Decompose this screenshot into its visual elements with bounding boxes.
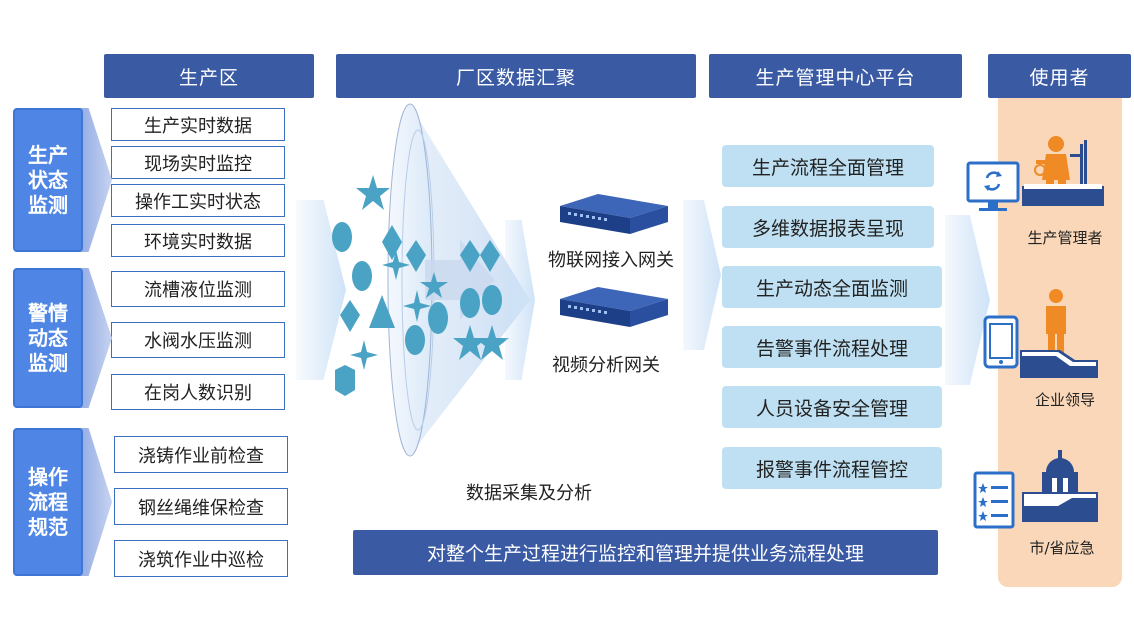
monitor-icon bbox=[966, 161, 1020, 211]
tablet-icon bbox=[983, 315, 1019, 369]
item-box: 现场实时监控 bbox=[111, 146, 285, 179]
production-manager-icon bbox=[1022, 136, 1104, 206]
video-gateway-icon bbox=[560, 287, 668, 327]
iot-gateway-label: 物联网接入网关 bbox=[548, 250, 674, 271]
iot-gateway-icon bbox=[560, 194, 668, 234]
item-box: 在岗人数识别 bbox=[111, 374, 285, 410]
item-box: 水阀水压监测 bbox=[111, 322, 285, 358]
item-box: 生产实时数据 bbox=[111, 108, 285, 141]
category-operation-standard: 操作流程规范 bbox=[13, 428, 83, 576]
platform-item: 多维数据报表呈现 bbox=[722, 206, 934, 248]
header-production-zone: 生产区 bbox=[104, 54, 314, 98]
item-box: 钢丝绳维保检查 bbox=[114, 488, 288, 525]
flow-arrow bbox=[683, 200, 721, 350]
item-box: 环境实时数据 bbox=[111, 224, 285, 257]
checklist-icon bbox=[973, 471, 1015, 529]
item-box: 流槽液位监测 bbox=[111, 271, 285, 307]
emergency-center-icon bbox=[1022, 450, 1098, 522]
platform-item: 人员设备安全管理 bbox=[722, 386, 942, 428]
platform-item: 生产动态全面监测 bbox=[722, 266, 942, 308]
item-box: 浇铸作业前检查 bbox=[114, 436, 288, 473]
user-label: 市/省应急 bbox=[1029, 539, 1095, 557]
platform-item: 报警事件流程管控 bbox=[722, 447, 942, 489]
item-box: 操作工实时状态 bbox=[111, 184, 285, 217]
category-alarm-monitoring: 警情动态监测 bbox=[13, 268, 83, 408]
item-box: 浇筑作业中巡检 bbox=[114, 540, 288, 577]
funnel-caption: 数据采集及分析 bbox=[466, 483, 592, 504]
video-gateway-label: 视频分析网关 bbox=[552, 355, 660, 376]
header-data-aggregation: 厂区数据汇聚 bbox=[336, 54, 696, 98]
enterprise-leader-icon bbox=[1020, 289, 1098, 378]
platform-item: 告警事件流程处理 bbox=[722, 326, 942, 368]
header-management-platform: 生产管理中心平台 bbox=[709, 54, 962, 98]
summary-bar: 对整个生产过程进行监控和管理并提供业务流程处理 bbox=[353, 530, 938, 575]
user-label: 企业领导 bbox=[1034, 391, 1095, 409]
platform-item: 生产流程全面管理 bbox=[722, 145, 934, 187]
data-funnel-graphic bbox=[332, 103, 530, 457]
user-label: 生产管理者 bbox=[1027, 229, 1103, 247]
category-production-status: 生产状态监测 bbox=[13, 108, 83, 252]
header-users: 使用者 bbox=[988, 54, 1131, 98]
